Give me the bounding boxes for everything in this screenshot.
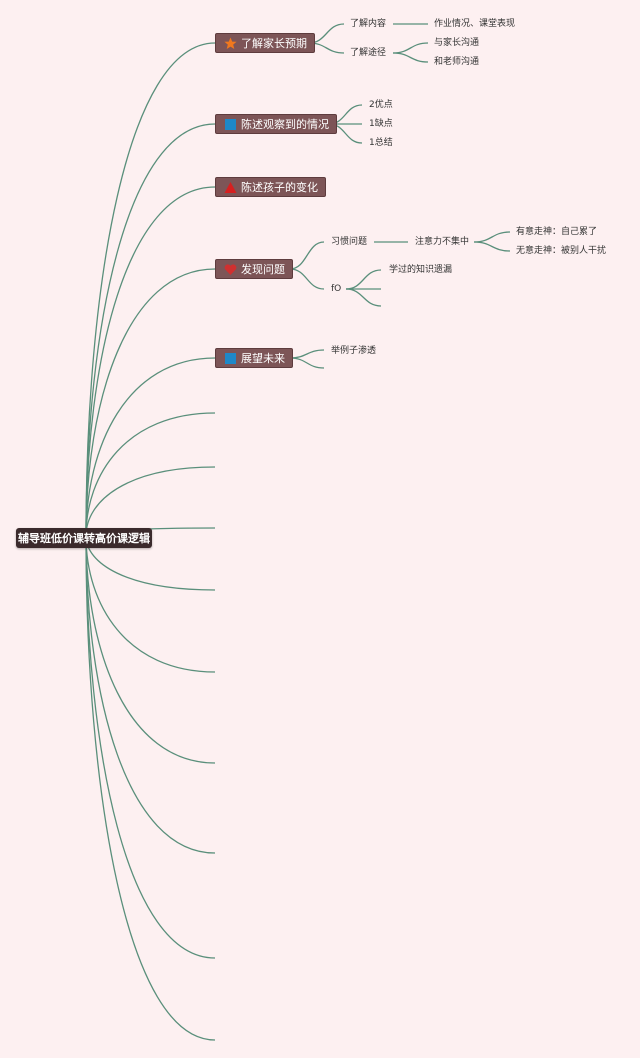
root-branch-line-1 [85, 123, 216, 537]
root-branch-line-11 [85, 535, 216, 854]
sub-line-0-1-1 [392, 52, 429, 63]
subtopic-give-examples[interactable]: 举例子渗透 [331, 346, 377, 356]
topic-label: 陈述孩子的变化 [241, 181, 318, 194]
root-branch-line-9 [85, 535, 216, 673]
sub-line-3-0 [289, 241, 325, 270]
sub-line-4-0 [289, 349, 325, 359]
root-branch-line-6 [85, 466, 216, 537]
subtopic-weakness[interactable]: 1缺点 [369, 119, 393, 129]
subtopic-unintentional-distraction[interactable]: 无意走神：被别人干扰 [516, 246, 607, 256]
topic-label: 了解家长预期 [241, 37, 307, 50]
subtopic-habit-problems[interactable]: 习惯问题 [331, 237, 368, 247]
subtopic-understand-channels[interactable]: 了解途径 [350, 48, 387, 58]
star-icon [224, 37, 237, 50]
root-branch-line-4 [85, 357, 216, 537]
topic-parent-expectations[interactable]: 了解家长预期 [215, 33, 315, 53]
sub-line-3-0-0-1 [473, 241, 511, 252]
root-branch-line-3 [85, 268, 216, 537]
subtopic-strengths[interactable]: 2优点 [369, 100, 393, 110]
topic-observations[interactable]: 陈述观察到的情况 [215, 114, 337, 134]
sub-line-3-1 [289, 268, 325, 290]
root-branch-line-5 [85, 412, 216, 537]
sub-line-3-1-0 [345, 269, 382, 290]
subtopic-summary[interactable]: 1总结 [369, 138, 393, 148]
subtopic-understand-content[interactable]: 了解内容 [350, 19, 387, 29]
sub-line-0-1-0 [392, 42, 429, 54]
topic-label: 发现问题 [241, 263, 285, 276]
triangle-icon [224, 181, 237, 194]
root-branch-line-12 [85, 535, 216, 959]
subtopic-homework-performance[interactable]: 作业情况、课堂表现 [434, 19, 516, 29]
subtopic-fo[interactable]: fO [331, 284, 342, 294]
heart-icon [224, 263, 237, 276]
subtopic-talk-parents[interactable]: 与家长沟通 [434, 38, 480, 48]
root-branch-line-2 [85, 186, 216, 537]
root-branch-line-0 [85, 42, 216, 537]
root-branch-line-13 [85, 535, 216, 1041]
topic-future-outlook[interactable]: 展望未来 [215, 348, 293, 368]
topic-label: 展望未来 [241, 352, 285, 365]
root-branch-line-10 [85, 535, 216, 764]
subtopic-intentional-distraction[interactable]: 有意走神：自己累了 [516, 227, 598, 237]
sub-line-3-1-2 [345, 288, 382, 307]
sub-line-3-0-0-0 [473, 231, 511, 243]
topic-child-changes[interactable]: 陈述孩子的变化 [215, 177, 326, 197]
topic-label: 陈述观察到的情况 [241, 118, 329, 131]
sub-line-4-1 [289, 357, 325, 369]
root-topic[interactable]: 辅导班低价课转高价课逻辑 [16, 528, 152, 548]
topic-find-problems[interactable]: 发现问题 [215, 259, 293, 279]
subtopic-talk-teachers[interactable]: 和老师沟通 [434, 57, 480, 67]
square-icon [224, 352, 237, 365]
subtopic-knowledge-gaps[interactable]: 学过的知识遗漏 [389, 265, 453, 275]
subtopic-lack-of-focus[interactable]: 注意力不集中 [415, 237, 470, 247]
square-icon [224, 118, 237, 131]
